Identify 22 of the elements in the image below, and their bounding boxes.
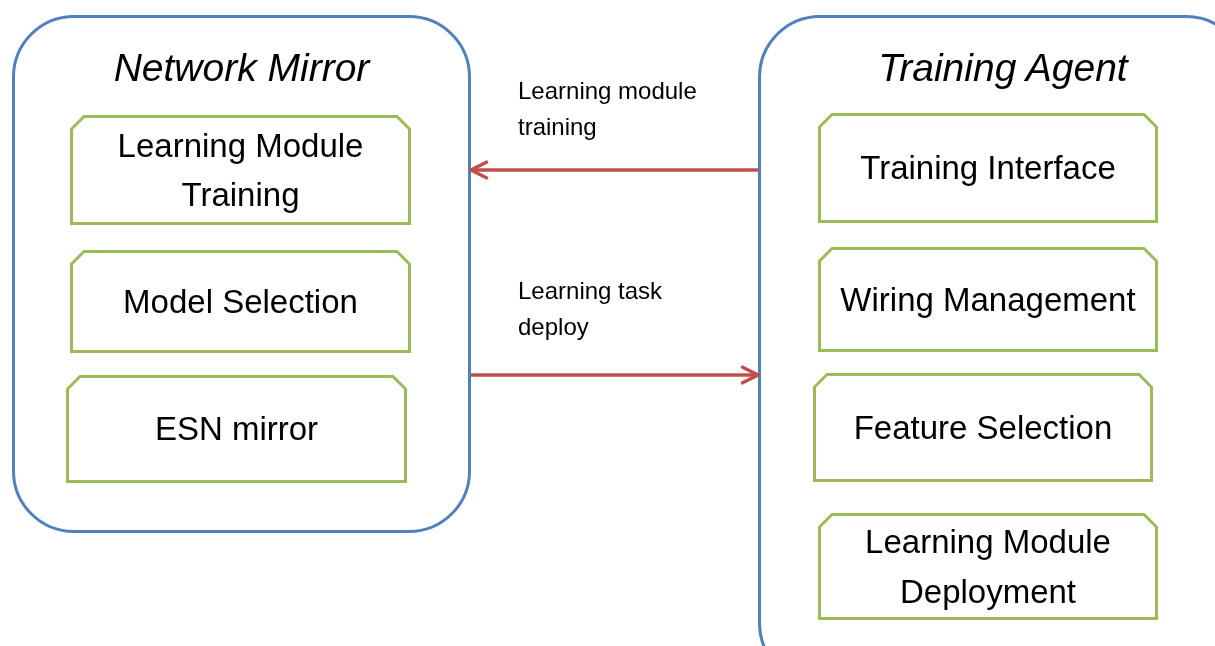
box-label: Training Interface <box>859 148 1117 189</box>
process-box <box>66 375 407 483</box>
box-label: Wiring Management <box>839 279 1137 320</box>
group-panel <box>758 15 1215 646</box>
process-box <box>70 115 411 225</box>
process-box <box>818 247 1158 352</box>
group-panel <box>12 15 471 533</box>
edge-label: Learning module training <box>518 76 698 142</box>
box-label: Model Selection <box>122 281 359 322</box>
process-box <box>818 113 1158 223</box>
box-label: Feature Selection <box>852 407 1114 448</box>
process-box <box>813 373 1153 482</box>
process-box <box>818 513 1158 620</box>
box-label: Learning Module Training <box>116 125 365 215</box>
box-label: ESN mirror <box>153 409 320 450</box>
panel-title: Training Agent <box>877 46 1130 90</box>
panel-title: Network Mirror <box>112 46 372 90</box>
arrow <box>469 159 758 181</box>
edge-label: Learning task deploy <box>518 276 664 342</box>
box-label: Learning Module Deployment <box>864 522 1112 612</box>
arrow <box>471 364 760 386</box>
process-box <box>70 250 411 353</box>
